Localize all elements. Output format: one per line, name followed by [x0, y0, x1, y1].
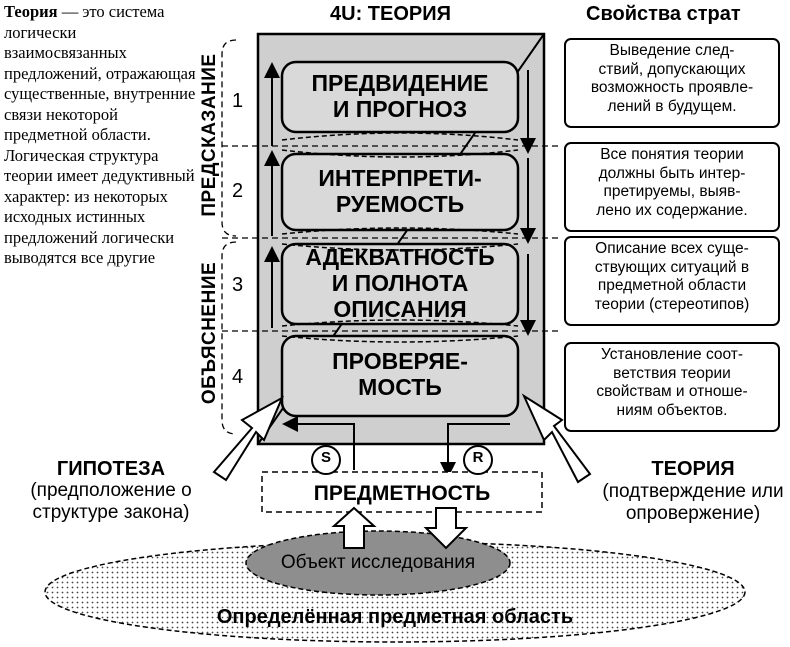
definition-term: Теория [4, 2, 58, 21]
s-letter: S [320, 449, 331, 466]
hypothesis-title: ГИПОТЕЗА [56, 458, 166, 480]
property-2-line: Описание всех суще- [595, 240, 749, 257]
stratum-2-line-a: АДЕКВАТНОСТЬ [305, 244, 495, 270]
stratum-1-line-b: МОСТЬ [358, 374, 442, 400]
property-3: Все понятия теории должны быть интер- пр… [564, 142, 780, 232]
property-4-line: лений в будущем. [607, 97, 737, 115]
stratum-4-line-a: ПРЕДВИДЕНИЕ [311, 70, 489, 96]
subject-box [261, 471, 543, 513]
object-arrows [331, 506, 469, 550]
stratum-2-line-b: И ПОЛНОТА [331, 270, 469, 296]
stratum-number-2: 3 [232, 274, 244, 296]
property-3-line: претируемы, выяв- [603, 183, 741, 200]
property-2: Описание всех суще- ствующих ситуаций в … [564, 236, 780, 326]
theory-title: ТЕОРИЯ [651, 458, 735, 480]
flow-arrows [264, 62, 536, 478]
stratum-2-label: АДЕКВАТНОСТЬ И ПОЛНОТА ОПИСАНИЯ [282, 244, 518, 322]
property-2-line: ствующих ситуаций в [594, 258, 750, 276]
r-circle [463, 445, 493, 475]
definition-text: — это система логически взаимосвязанных … [4, 2, 196, 267]
properties-title: Свойства страт [586, 3, 741, 25]
s-circle [311, 445, 341, 475]
subject-label: ПРЕДМЕТНОСТЬ [313, 482, 491, 505]
domain-label: Определённая предметная область [216, 606, 574, 628]
stratum-number-3: 2 [232, 180, 244, 202]
property-4: Выведение след- ствий, допускающих возмо… [564, 38, 780, 128]
property-4-line: ствий, допускающих [598, 60, 746, 78]
property-2-line: теории (стереотипов) [594, 295, 750, 313]
main-title: 4U: ТЕОРИЯ [330, 3, 451, 25]
hypothesis-note: (предположение о структуре закона) [30, 480, 192, 523]
stratum-3-line-b: РУЕМОСТЬ [335, 191, 465, 217]
theory-arrow [521, 393, 592, 484]
property-3-line: должны быть интер- [598, 164, 746, 182]
strata-dividers [222, 145, 560, 332]
stratum-4-line-b: И ПРОГНОЗ [332, 96, 468, 122]
theory-block: ТЕОРИЯ (подтверждение или опровержение) [598, 458, 788, 525]
stratum-number-1: 4 [232, 366, 244, 388]
theory-note: (подтверждение или опровержение) [602, 481, 784, 524]
stratum-3-line-a: ИНТЕРПРЕТИ- [318, 165, 482, 191]
property-1-line: ветствия теории [613, 364, 731, 382]
stratum-1-line-a: ПРОВЕРЯЕ- [332, 348, 468, 374]
stratum-3-label: ИНТЕРПРЕТИ- РУЕМОСТЬ [282, 165, 518, 217]
property-4-line: возможность проявле- [590, 79, 754, 96]
r-letter: R [472, 449, 484, 466]
property-4-line: Выведение след- [609, 42, 735, 59]
property-1-line: Установление соот- [600, 346, 744, 363]
stratum-2-line-c: ОПИСАНИЯ [333, 296, 467, 322]
property-1-line: свойствам и отноше- [596, 383, 748, 400]
strata-boxes [280, 60, 520, 418]
property-1-line: ниям объектов. [616, 401, 728, 419]
hypothesis-arrow [212, 395, 285, 482]
hypothesis-block: ГИПОТЕЗА (предположение о структуре зако… [8, 458, 214, 524]
property-3-line: Все понятия теории [600, 146, 744, 163]
theory-definition: Теория — это система логически взаимосвя… [4, 2, 196, 269]
stratum-number-4: 1 [232, 90, 244, 112]
property-2-line: предметной области [597, 277, 747, 294]
explanation-label: ОБЪЯСНЕНИЕ [199, 261, 220, 405]
side-braces [221, 39, 237, 435]
property-3-line: лено их содержание. [596, 201, 748, 219]
stratum-4-label: ПРЕДВИДЕНИЕ И ПРОГНОЗ [282, 70, 518, 122]
stratum-1-label: ПРОВЕРЯЕ- МОСТЬ [282, 348, 518, 400]
prediction-label: ПРЕДСКАЗАНИЕ [199, 53, 220, 217]
property-1: Установление соот- ветствия теории свойс… [564, 342, 780, 432]
object-label: Объект исследования [280, 552, 476, 573]
